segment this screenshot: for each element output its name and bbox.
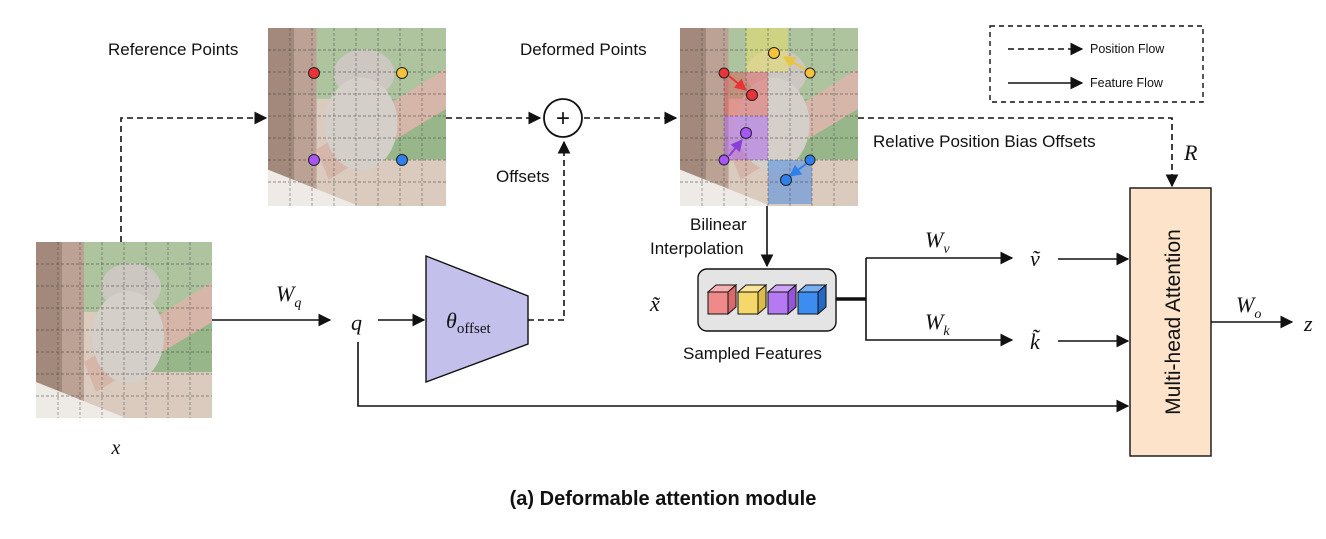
reference-points-label: Reference Points [108, 40, 238, 59]
sum-node: + [543, 98, 583, 138]
deformed-point-purple [740, 127, 752, 139]
input-grid [36, 242, 212, 418]
deformed-point-blue [780, 174, 792, 186]
input-feature-map [36, 242, 212, 418]
deformed-point-yellow [768, 47, 780, 59]
offsets-flow-arrow [528, 140, 571, 321]
feature-flow-q-to-attention [357, 342, 1130, 413]
legend-feature-flow-label: Feature Flow [1090, 76, 1164, 90]
reference-point-purple [308, 154, 320, 166]
purple-offset-arrow [728, 139, 743, 157]
yellow-offset-arrow [782, 56, 807, 71]
Wq-symbol: Wq [276, 281, 301, 311]
blue-offset-arrow [789, 163, 807, 177]
bilinear-label: Bilinear [690, 215, 747, 234]
Wv-symbol: Wv [925, 227, 950, 257]
red-offset-arrow [728, 75, 747, 91]
offsets-label: Offsets [496, 167, 550, 186]
legend-position-flow-label: Position Flow [1090, 42, 1165, 56]
z-symbol: z [1303, 311, 1313, 336]
reference-points-map [268, 28, 446, 206]
original-point-yellow [804, 67, 816, 79]
v-tilde-symbol: ṽ [1030, 246, 1041, 271]
sampled-features-box [697, 268, 837, 332]
position-flow-to-attention [858, 117, 1179, 188]
Wo-symbol: Wo [1236, 292, 1261, 322]
reference-point-yellow [396, 67, 408, 79]
x-symbol: x [111, 437, 121, 459]
feature-cube-purple [766, 283, 798, 316]
R-symbol: R [1183, 140, 1198, 165]
original-point-red [718, 67, 730, 79]
q-symbol: q [351, 310, 362, 335]
original-point-purple [718, 154, 730, 166]
figure-caption: (a) Deformable attention module [510, 488, 817, 510]
sampled-features-label: Sampled Features [683, 344, 822, 363]
Wk-symbol: Wk [925, 309, 950, 339]
feature-cube-red [706, 283, 738, 316]
multi-head-attention-label: Multi-head Attention [1162, 229, 1185, 415]
offset-network: θoffset [425, 254, 529, 384]
feature-cube-blue [796, 283, 828, 316]
deformed-points-label: Deformed Points [520, 40, 647, 59]
legend: Position Flow Feature Flow [989, 25, 1204, 103]
relative-position-bias-offsets-label: Relative Position Bias Offsets [873, 132, 1096, 151]
multi-head-attention-block: Multi-head Attention [1129, 187, 1212, 457]
x-tilde-symbol: x̃ [649, 291, 660, 316]
k-tilde-symbol: k̃ [1030, 329, 1041, 354]
original-point-blue [804, 154, 816, 166]
deformed-points-map [680, 28, 858, 206]
legend-box [989, 25, 1204, 103]
feature-cube-yellow [736, 283, 768, 316]
deformed-point-red [746, 89, 758, 101]
plus-symbol: + [556, 105, 570, 132]
reference-point-red [308, 67, 320, 79]
reference-point-blue [396, 154, 408, 166]
interpolation-label: Interpolation [650, 239, 744, 258]
position-flow-to-reference [120, 111, 268, 242]
theta-offset-symbol: θoffset [446, 308, 492, 337]
feature-flow-to-k [865, 258, 1014, 347]
